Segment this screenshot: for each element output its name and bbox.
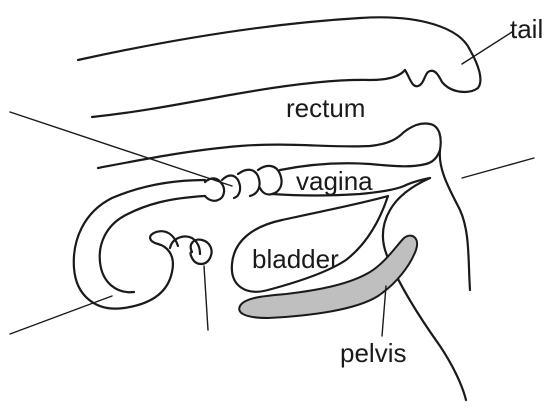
label-rectum: rectum	[286, 93, 365, 123]
label-vagina: vagina	[296, 166, 373, 196]
leader-vulva	[462, 158, 534, 178]
label-tail: tail	[510, 14, 543, 44]
leader-cervix	[10, 112, 232, 186]
leader-ovary	[204, 266, 208, 330]
cervix	[205, 166, 282, 201]
uterus-outline	[74, 180, 205, 309]
label-bladder: bladder	[252, 244, 339, 274]
uterine-horn-inner	[100, 196, 205, 292]
ovary	[191, 240, 212, 264]
back-outline	[78, 17, 480, 92]
leader-uterine-horn	[10, 296, 112, 334]
label-pelvis: pelvis	[340, 338, 406, 368]
